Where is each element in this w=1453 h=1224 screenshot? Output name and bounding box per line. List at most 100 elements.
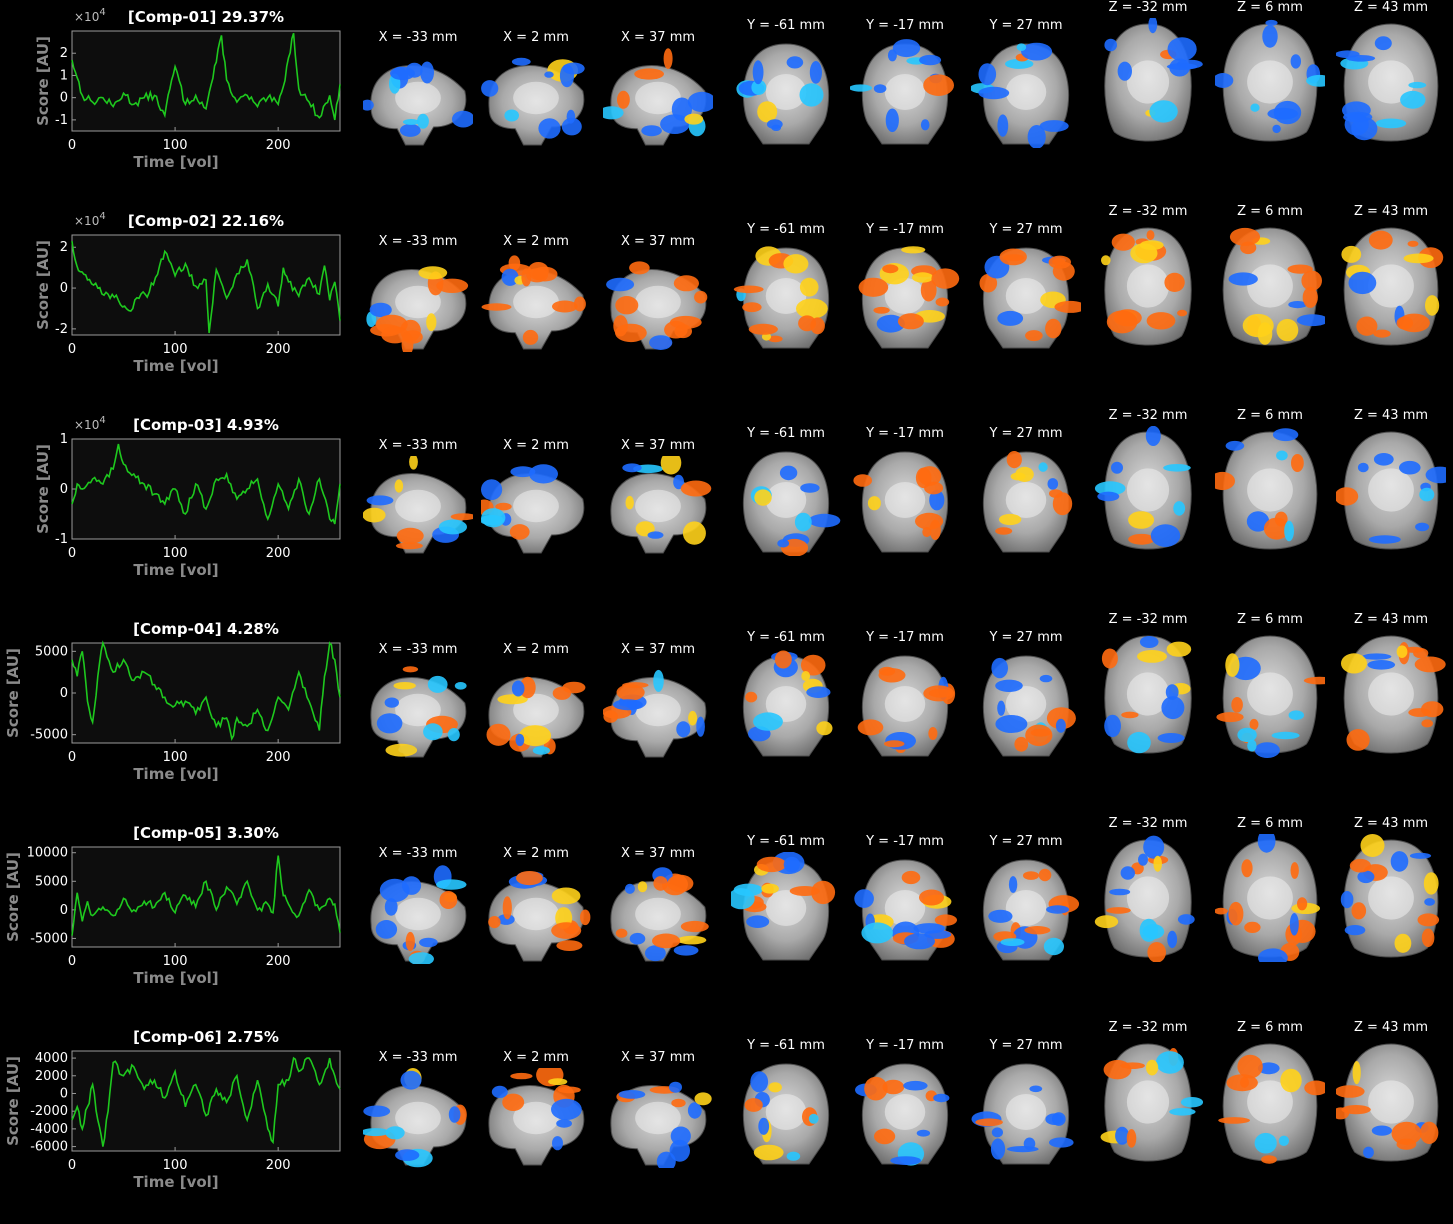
negative-activation-cluster [649,335,673,350]
negative-activation-cluster [1155,1051,1184,1074]
positive-activation-cluster [1137,650,1167,663]
slice-coordinate-label: Z = 43 mm [1353,816,1429,831]
positive-activation-cluster [682,521,706,545]
negative-activation-cluster [696,716,705,737]
negative-activation-cluster [777,539,790,548]
y-tick-label: -2 [55,322,68,337]
brain-slice-panel: X = 2 mm [478,234,594,352]
brain-slice-image [488,1068,585,1166]
positive-activation-cluster [381,326,409,344]
positive-activation-cluster [928,727,938,740]
positive-activation-cluster [1094,915,1119,929]
negative-activation-cluster [1344,113,1369,136]
positive-activation-cluster [405,931,415,952]
positive-activation-cluster [694,290,708,304]
negative-activation-cluster [1348,271,1377,295]
slice-coordinate-label: Z = -32 mm [1108,816,1188,831]
positive-activation-cluster [999,248,1027,266]
x-tick-label: 100 [163,1158,188,1173]
positive-activation-cluster [1351,902,1367,920]
slice-coordinate-label: Z = -32 mm [1108,612,1188,627]
negative-activation-cluster [417,113,429,129]
positive-activation-cluster [394,479,404,493]
brain-slice-image [1215,428,1318,550]
negative-activation-cluster [1127,731,1151,754]
positive-activation-cluster [753,1144,784,1161]
negative-activation-cluster [1167,37,1197,61]
positive-activation-cluster [1280,1068,1302,1093]
positive-activation-cluster [502,1093,525,1111]
positive-activation-cluster [1373,329,1391,338]
positive-activation-cluster [979,273,998,293]
positive-activation-cluster [1423,872,1439,895]
brain-slice-image [742,650,833,757]
positive-activation-cluster [1023,871,1039,880]
brain-slice-panel: Y = -61 mm [728,18,844,148]
x-tick-label: 0 [68,546,76,561]
positive-activation-cluster [1106,907,1131,914]
negative-activation-cluster [379,878,410,903]
brain-slice-image [481,57,585,146]
brain-slice-panel: X = -33 mm [360,438,476,556]
chart-title: [Comp-02] 22.16% [128,212,284,230]
y-tick-label: 2000 [35,1069,68,1084]
positive-activation-cluster [768,1082,782,1093]
positive-activation-cluster [495,502,512,511]
slice-coordinate-label: Z = 6 mm [1237,408,1303,423]
positive-activation-cluster [1303,676,1325,685]
brain-slice-panel: Z = -32 mm [1090,0,1206,146]
negative-activation-cluster [1425,466,1446,484]
negative-activation-cluster [375,920,398,939]
negative-activation-cluster [890,1156,922,1165]
positive-activation-cluster [811,880,836,905]
negative-activation-cluster [1045,1113,1064,1125]
x-axis-label: Time [vol] [133,969,218,987]
y-axis-label: Score [AU] [4,1056,22,1146]
brain-slice-image [853,451,949,553]
positive-activation-cluster [617,90,630,109]
negative-activation-cluster [995,715,1028,733]
negative-activation-cluster [1258,948,1288,962]
positive-activation-cluster [931,268,960,289]
x-axis-label: Time [vol] [133,153,218,171]
x-axis-label: Time [vol] [133,1173,218,1191]
brain-slice-panel: Z = -32 mm [1090,612,1206,758]
slice-coordinate-label: X = 37 mm [620,30,696,45]
negative-activation-cluster [515,733,525,747]
negative-activation-cluster [1120,866,1135,880]
negative-activation-cluster [656,1151,676,1168]
brain-slice-panel: Z = -32 mm [1090,816,1206,962]
negative-activation-cluster [1357,870,1375,884]
negative-activation-cluster [1149,100,1178,123]
brain-slice-image [1216,635,1325,758]
negative-activation-cluster [1038,462,1048,472]
negative-activation-cluster [624,883,635,894]
negative-activation-cluster [1097,491,1120,502]
negative-activation-cluster [1115,1126,1130,1145]
brain-slice-panel: X = -33 mm [360,846,476,964]
x-tick-label: 200 [266,954,291,969]
positive-activation-cluster [1015,466,1034,482]
negative-activation-cluster [669,1139,690,1162]
negative-activation-cluster [1180,1097,1203,1108]
brain-slice-panel: Z = 43 mm [1333,408,1449,554]
negative-activation-cluster [423,723,443,741]
brain-slice-panel: X = -33 mm [360,1050,476,1168]
brain-slice-panel: X = 2 mm [478,642,594,760]
positive-activation-cluster [1421,719,1433,728]
positive-activation-cluster [1215,907,1228,915]
positive-activation-cluster [998,513,1022,526]
slice-coordinate-label: Y = -61 mm [747,1038,825,1053]
brain-slice-image [610,456,712,554]
positive-activation-cluster [436,278,469,293]
timecourse-chart: [Comp-06] 2.75%-6000-4000-20000200040000… [4,1028,341,1191]
brain-slice-image [1336,431,1446,550]
negative-activation-cluster [919,54,942,66]
positive-activation-cluster [1101,648,1118,669]
negative-activation-cluster [448,1106,461,1123]
positive-activation-cluster [1030,728,1051,737]
positive-activation-cluster [439,891,458,909]
brain-slice-image [979,247,1081,349]
